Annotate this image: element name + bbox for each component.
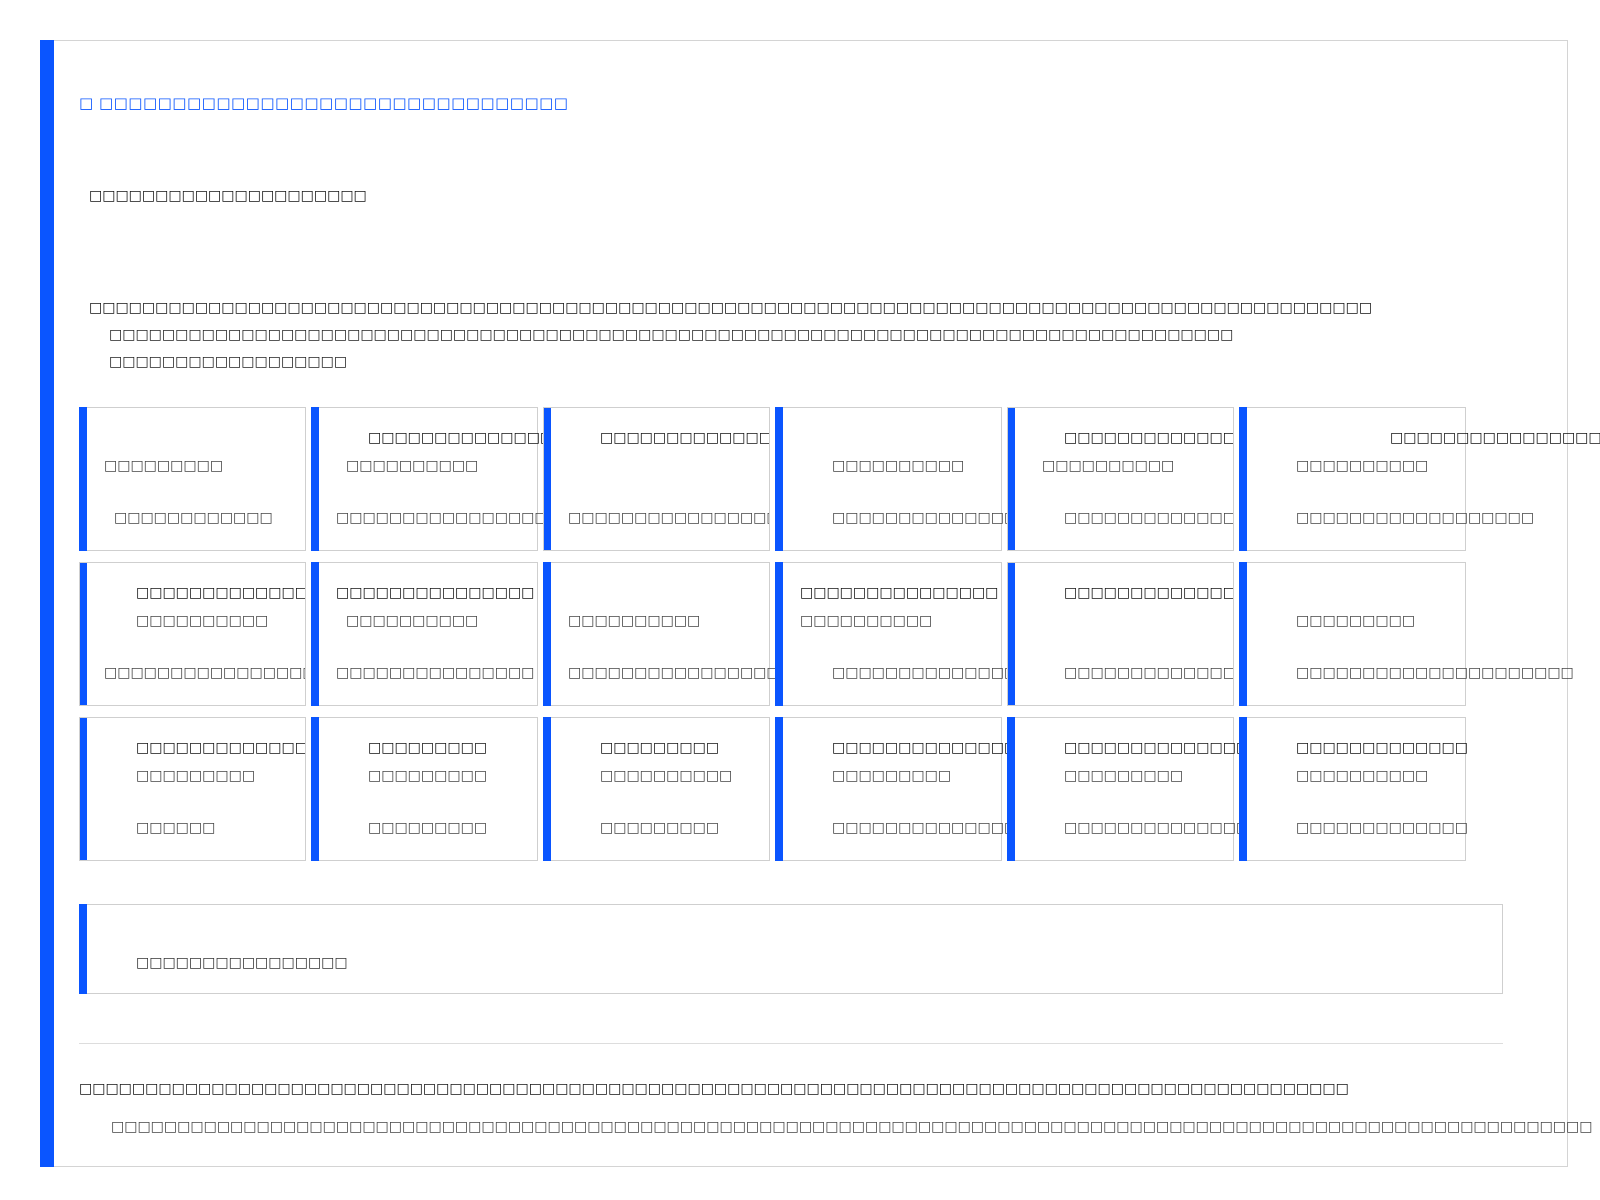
card-accent-bar xyxy=(79,407,87,551)
section-divider xyxy=(79,1043,1503,1044)
card-12[interactable]: □□□□□□□□□ □□□□□□□□□□□□□□□□□□□□□ xyxy=(1239,562,1574,706)
card-17[interactable]: □□□□□□□□□□□□□□□ □□□□□□□□□ □□□□□□□□□□□□□□… xyxy=(1007,717,1262,861)
card-subtitle: □□□□□□□□□□ xyxy=(1042,458,1175,474)
card-title: □□□□□□□□□□□□□□□□□□□□□ xyxy=(136,740,305,756)
card-title: □□□□□□□□□ xyxy=(600,740,720,756)
card-accent-bar xyxy=(1239,562,1247,706)
card-footer: □□□□□□□□□□□□□□□□ xyxy=(832,665,1044,681)
card-5[interactable]: □□□□□□□□□□□□□□□□□□□□□ □□□□□□□□□□ □□□□□□□… xyxy=(1007,407,1234,551)
intro-line-3: □□□□□□□□□□□□□□□□□□ xyxy=(109,354,348,370)
card-accent-bar xyxy=(544,408,551,550)
card-8[interactable]: □□□□□□□□□□□□□□□ □□□□□□□□□□ □□□□□□□□□□□□□… xyxy=(311,562,538,706)
footer-text: □□□□□□□□□□□□□□□□□□□□□□□□□□□□□□□□□□□□□□□□… xyxy=(79,1081,1349,1097)
card-subtitle: □□□□□□□□□ xyxy=(368,768,488,784)
card-title: □□□□□□□□□□□□□□□ xyxy=(1064,740,1263,756)
card-11[interactable]: □□□□□□□□□□□□□□□□□□□□□ □□□□□□□□□□□□□□□□□□… xyxy=(1007,562,1234,706)
card-2[interactable]: □□□□□□□□□□□□□□□□□□□ □□□□□□□□□□ □□□□□□□□□… xyxy=(311,407,619,551)
card-3[interactable]: □□□□□□□□□□□□□□□□□□□□□ □□□□□□□□□□□□□□□□□□… xyxy=(543,407,770,551)
card-accent-bar xyxy=(311,717,319,861)
card-15[interactable]: □□□□□□□□□ □□□□□□□□□□ □□□□□□□□□ xyxy=(543,717,770,861)
card-footer: □□□□□□□□□□□□□□□□ xyxy=(568,665,780,681)
card-subtitle: □□□□□□□□□□ xyxy=(346,613,479,629)
card-footer: □□□□□□ xyxy=(136,820,216,836)
card-title: □□□□□□□□□□□□□□ xyxy=(832,740,1018,756)
intro-line-2: □□□□□□□□□□□□□□□□□□□□□□□□□□□□□□□□□□□□□□□□… xyxy=(109,327,1234,343)
card-accent-bar xyxy=(775,562,783,706)
card-accent-bar xyxy=(1007,717,1015,861)
card-footer: □□□□□□□□□□□□□□□□□□□□□□□□□□□ xyxy=(568,510,769,526)
card-title: □□□□□□□□□□□□□□□□□□□□□ xyxy=(600,430,769,446)
footer-subtext: □□□□□□□□□□□□□□□□□□□□□□□□□□□□□□□□□□□□□□□□… xyxy=(111,1119,1593,1135)
card-subtitle: □□□□□□□□□□ xyxy=(1296,458,1429,474)
card-accent-bar xyxy=(80,718,87,860)
card-accent-bar xyxy=(311,562,319,706)
card-accent-bar xyxy=(1239,717,1247,861)
card-accent-bar xyxy=(543,717,551,861)
card-accent-bar xyxy=(1008,408,1015,550)
note-text: □□□□□□□□□□□□□□□□ xyxy=(136,955,348,971)
card-14[interactable]: □□□□□□□□□ □□□□□□□□□ □□□□□□□□□ xyxy=(311,717,538,861)
card-subtitle: □□□□□□□□□□ xyxy=(346,458,479,474)
card-title: □□□□□□□□□□□□□□□□□□ xyxy=(1390,430,1600,446)
card-subtitle: □□□□□□□□□□ xyxy=(832,458,965,474)
card-9[interactable]: □□□□□□□□□□ □□□□□□□□□□□□□□□□ xyxy=(543,562,780,706)
card-footer: □□□□□□□□□□□□□□□□□□□□□ xyxy=(1064,665,1233,681)
card-6[interactable]: □□□□□□□□□□□□□□□□□□ □□□□□□□□□□ □□□□□□□□□□… xyxy=(1239,407,1600,551)
card-accent-bar xyxy=(775,407,783,551)
note-box: □□□□□□□□□□□□□□□□ xyxy=(79,904,1503,994)
card-title: □□□□□□□□□□□□□□□ xyxy=(800,585,999,601)
card-footer: □□□□□□□□□□□□□□□□□□□ xyxy=(336,510,588,526)
card-16[interactable]: □□□□□□□□□□□□□□ □□□□□□□□□ □□□□□□□□□□□□□□ xyxy=(775,717,1017,861)
card-accent-bar xyxy=(543,562,551,706)
card-accent-bar xyxy=(311,407,319,551)
card-title: □□□□□□□□□□□□□□□□□□□□□ xyxy=(1064,430,1233,446)
card-footer: □□□□□□□□□□□□□□□□□□ xyxy=(1296,510,1535,526)
card-footer: □□□□□□□□□□□□□□□ xyxy=(1064,820,1263,836)
card-title: □□□□□□□□□□□□□ xyxy=(1296,740,1468,756)
card-13[interactable]: □□□□□□□□□□□□□□□□□□□□□ □□□□□□□□□ □□□□□□ xyxy=(79,717,306,861)
card-footer: □□□□□□□□□□□□□ xyxy=(1296,820,1468,836)
card-title: □□□□□□□□□ xyxy=(368,740,488,756)
card-footer: □□□□□□□□□□□□□□□□□□□□□□□□□ xyxy=(104,665,305,681)
card-4[interactable]: □□□□□□□□□□ □□□□□□□□□□□□□□□□□□ xyxy=(775,407,1070,551)
card-subtitle: □□□□□□□□□ xyxy=(136,768,256,784)
card-1[interactable]: □□□□□□□□□ □□□□□□□□□□□□ xyxy=(79,407,306,551)
card-subtitle: □□□□□□□□□ xyxy=(1296,613,1416,629)
card-footer: □□□□□□□□□ xyxy=(600,820,720,836)
intro-line-1: □□□□□□□□□□□□□□□□□□□□□□□□□□□□□□□□□□□□□□□□… xyxy=(89,300,1373,316)
card-footer: □□□□□□□□□□□□□□□ xyxy=(336,665,535,681)
card-footer: □□□□□□□□□□□□ xyxy=(114,510,273,526)
main-panel: □ □□□□□□□□□□□□□□□□□□□□□□□□□□□□□□□□ □□□□□… xyxy=(40,40,1600,1167)
card-footer: □□□□□□□□□□□□□□□□□□□□□ xyxy=(1064,510,1233,526)
card-subtitle: □□□□□□□□□ xyxy=(104,458,224,474)
card-subtitle: □□□□□□□□□ xyxy=(1064,768,1184,784)
card-7[interactable]: □□□□□□□□□□□□□□□□□□□□□ □□□□□□□□□□ □□□□□□□… xyxy=(79,562,306,706)
panel-accent-bar xyxy=(40,40,54,1167)
card-18[interactable]: □□□□□□□□□□□□□ □□□□□□□□□□ □□□□□□□□□□□□□ xyxy=(1239,717,1468,861)
intro-paragraph: □□□□□□□□□□□□□□□□□□□□□□□□□□□□□□□□□□□□□□□□… xyxy=(89,300,1509,370)
card-accent-bar xyxy=(775,717,783,861)
card-footer: □□□□□□□□□□□□□□□□□□□□□ xyxy=(1296,665,1574,681)
card-footer: □□□□□□□□□□□□□□ xyxy=(832,820,1018,836)
page-subtitle: □□□□□□□□□□□□□□□□□□□□□ xyxy=(89,188,367,204)
card-title: □□□□□□□□□□□□□□□□□□□□□ xyxy=(1064,585,1233,601)
card-accent-bar xyxy=(1239,407,1247,551)
card-title: □□□□□□□□□□□□□□□ xyxy=(336,585,535,601)
card-title: □□□□□□□□□□□□□□□□□□□□□ xyxy=(136,585,305,601)
card-footer: □□□□□□□□□ xyxy=(368,820,488,836)
page-title: □ □□□□□□□□□□□□□□□□□□□□□□□□□□□□□□□□ xyxy=(79,94,569,112)
card-subtitle: □□□□□□□□□□ xyxy=(1296,768,1429,784)
note-accent-bar xyxy=(79,904,87,994)
card-subtitle: □□□□□□□□□□ xyxy=(136,613,269,629)
card-accent-bar xyxy=(80,563,87,705)
card-10[interactable]: □□□□□□□□□□□□□□□ □□□□□□□□□□ □□□□□□□□□□□□□… xyxy=(775,562,1044,706)
card-subtitle: □□□□□□□□□ xyxy=(832,768,952,784)
card-subtitle: □□□□□□□□□□ xyxy=(800,613,933,629)
card-subtitle: □□□□□□□□□□ xyxy=(600,768,733,784)
card-accent-bar xyxy=(1008,563,1015,705)
card-subtitle: □□□□□□□□□□ xyxy=(568,613,701,629)
